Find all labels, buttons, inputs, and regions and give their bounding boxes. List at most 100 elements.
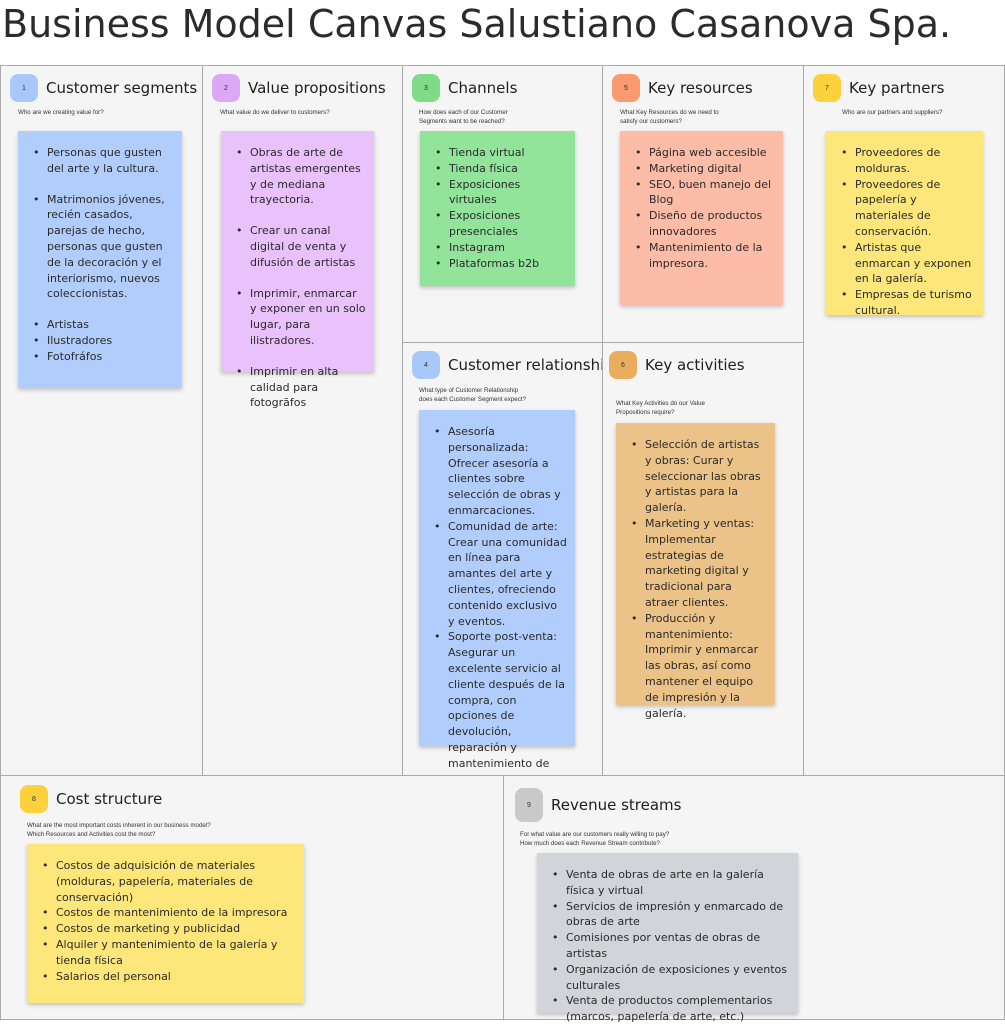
key-activities-sticky-note[interactable]: Selección de artistas y obras: Curar y s… (616, 423, 775, 720)
key-activities-block: 6 Key activities What Key Activities do … (602, 342, 804, 776)
list-item: Comisiones por ventas de obras de artist… (551, 930, 790, 962)
list-item: Obras de arte de artistas emergentes y d… (235, 145, 366, 208)
list-item: Proveedores de papelería y materiales de… (840, 177, 975, 240)
channels-question: How does each of our Customer Segments w… (419, 109, 508, 125)
key-partners-question: Who are our partners and suppliers? (842, 109, 943, 116)
cost-structure-badge: 8 (20, 785, 48, 813)
list-item: Mantenimiento de la impresora. (634, 240, 775, 272)
value-propositions-question: What value do we deliver to customers? (220, 109, 330, 116)
key-partners-sticky-note[interactable]: Proveedores de molduras. Proveedores de … (826, 131, 983, 317)
key-activities-header: 6 Key activities (609, 351, 745, 379)
channels-sticky-note[interactable]: Tienda virtual Tienda física Exposicione… (420, 131, 575, 286)
cost-structure-question: What are the most important costs inhere… (27, 822, 211, 838)
value-propositions-sticky-note[interactable]: Obras de arte de artistas emergentes y d… (221, 131, 374, 409)
list-item: Venta de obras de arte en la galería fís… (551, 867, 790, 899)
value-propositions-title: Value propositions (248, 79, 386, 97)
list-item: Tienda virtual (434, 145, 567, 161)
key-resources-sticky-note[interactable]: Página web accesible Marketing digital S… (620, 131, 783, 305)
revenue-streams-header: 9 Revenue streams (515, 788, 681, 822)
key-partners-badge: 7 (813, 74, 841, 102)
customer-relationships-list: Asesoría personalizada: Ofrecer asesoría… (433, 424, 567, 787)
channels-title: Channels (448, 79, 518, 97)
revenue-streams-list: Venta de obras de arte en la galería fís… (551, 867, 790, 1024)
list-item: Artistas (32, 317, 174, 333)
list-item: Página web accesible (634, 145, 775, 161)
list-item: Instagram (434, 240, 567, 256)
list-item: Alquiler y mantenimiento de la galería y… (41, 937, 296, 969)
key-partners-title: Key partners (849, 79, 945, 97)
list-item: Exposiciones presenciales (434, 208, 567, 240)
list-item: Servicios de impresión y enmarcado de ob… (551, 899, 790, 931)
revenue-streams-block: 9 Revenue streams For what value are our… (503, 775, 1005, 1023)
channels-block: 3 Channels How does each of our Customer… (402, 65, 603, 343)
list-item: Selección de artistas y obras: Curar y s… (630, 437, 767, 516)
list-item: Ilustradores (32, 333, 174, 349)
list-item: Diseño de productos innovadores (634, 208, 775, 240)
list-item: Crear un canal digital de venta y difusi… (235, 223, 366, 270)
key-partners-list: Proveedores de molduras. Proveedores de … (840, 145, 975, 319)
key-resources-list: Página web accesible Marketing digital S… (634, 145, 775, 271)
key-resources-header: 5 Key resources (612, 74, 753, 102)
list-item: Plataformas b2b (434, 256, 567, 272)
list-item: Personas que gusten del arte y la cultur… (32, 145, 174, 177)
channels-list: Tienda virtual Tienda física Exposicione… (434, 145, 567, 271)
list-item: Venta de productos complementarios (marc… (551, 993, 790, 1024)
revenue-streams-badge: 9 (515, 788, 543, 822)
key-activities-title: Key activities (645, 356, 745, 374)
customer-segments-title: Customer segments (46, 79, 198, 97)
value-propositions-badge: 2 (212, 74, 240, 102)
list-item: Exposiciones virtuales (434, 177, 567, 209)
key-partners-block: 7 Key partners Who are our partners and … (803, 65, 1005, 776)
list-item: Imprimir en alta calidad para fotogrāfos (235, 364, 366, 411)
key-resources-title: Key resources (648, 79, 753, 97)
customer-relationships-question: What type of Customer Relationship does … (419, 387, 526, 403)
list-item: Imprimir, enmarcar y exponer en un solo … (235, 286, 366, 349)
list-item: Costos de marketing y publicidad (41, 921, 296, 937)
customer-relationships-badge: 4 (412, 351, 440, 379)
list-item: Organización de exposiciones y eventos c… (551, 962, 790, 994)
customer-relationships-title: Customer relationships (448, 356, 622, 374)
customer-segments-sticky-note[interactable]: Personas que gusten del arte y la cultur… (18, 131, 182, 388)
list-item: Soporte post-venta: Asegurar un excelent… (433, 629, 567, 787)
value-propositions-list: Obras de arte de artistas emergentes y d… (235, 145, 366, 411)
value-propositions-block: 2 Value propositions What value do we de… (202, 65, 403, 776)
page-title: Business Model Canvas Salustiano Casanov… (2, 2, 952, 46)
key-resources-block: 5 Key resources What Key Resources do we… (602, 65, 804, 343)
list-item: Costos de mantenimiento de la impresora (41, 905, 296, 921)
customer-segments-badge: 1 (10, 74, 38, 102)
list-item: Fotofráfos (32, 349, 174, 365)
revenue-streams-title: Revenue streams (551, 796, 682, 814)
customer-segments-header: 1 Customer segments (10, 74, 197, 102)
list-item: Matrimonios jóvenes, recién casados, par… (32, 192, 174, 303)
customer-segments-question: Who are we creating value for? (18, 109, 104, 116)
revenue-streams-question: For what value are our customers really … (520, 831, 670, 847)
customer-relationships-sticky-note[interactable]: Asesoría personalizada: Ofrecer asesoría… (419, 410, 575, 786)
list-item: Producción y mantenimiento: Imprimir y e… (630, 611, 767, 722)
customer-relationships-header: 4 Customer relationships (412, 351, 622, 379)
cost-structure-list: Costos de adquisición de materiales (mol… (41, 858, 296, 984)
revenue-streams-sticky-note[interactable]: Venta de obras de arte en la galería fís… (537, 853, 798, 1023)
list-item: Proveedores de molduras. (840, 145, 975, 177)
channels-header: 3 Channels (412, 74, 517, 102)
key-resources-badge: 5 (612, 74, 640, 102)
list-item: Marketing digital (634, 161, 775, 177)
channels-badge: 3 (412, 74, 440, 102)
cost-structure-sticky-note[interactable]: Costos de adquisición de materiales (mol… (27, 844, 304, 1003)
list-item: Costos de adquisición de materiales (mol… (41, 858, 296, 905)
key-activities-list: Selección de artistas y obras: Curar y s… (630, 437, 767, 721)
value-propositions-header: 2 Value propositions (212, 74, 386, 102)
list-item: Asesoría personalizada: Ofrecer asesoría… (433, 424, 567, 519)
list-item: Empresas de turismo cultural. (840, 287, 975, 319)
customer-relationships-block: 4 Customer relationships What type of Cu… (402, 342, 622, 786)
cost-structure-header: 8 Cost structure (20, 785, 162, 813)
cost-structure-block: 8 Cost structure What are the most impor… (0, 775, 504, 1020)
list-item: Tienda física (434, 161, 567, 177)
customer-segments-block: 1 Customer segments Who are we creating … (0, 65, 203, 776)
customer-segments-list: Personas que gusten del arte y la cultur… (32, 145, 174, 365)
list-item: SEO, buen manejo del Blog (634, 177, 775, 209)
list-item: Marketing y ventas: Implementar estrateg… (630, 516, 767, 611)
list-item: Comunidad de arte: Crear una comunidad e… (433, 519, 567, 630)
key-resources-question: What Key Resources do we need to satisfy… (620, 109, 719, 125)
list-item: Artistas que enmarcan y exponen en la ga… (840, 240, 975, 287)
cost-structure-title: Cost structure (56, 790, 163, 808)
